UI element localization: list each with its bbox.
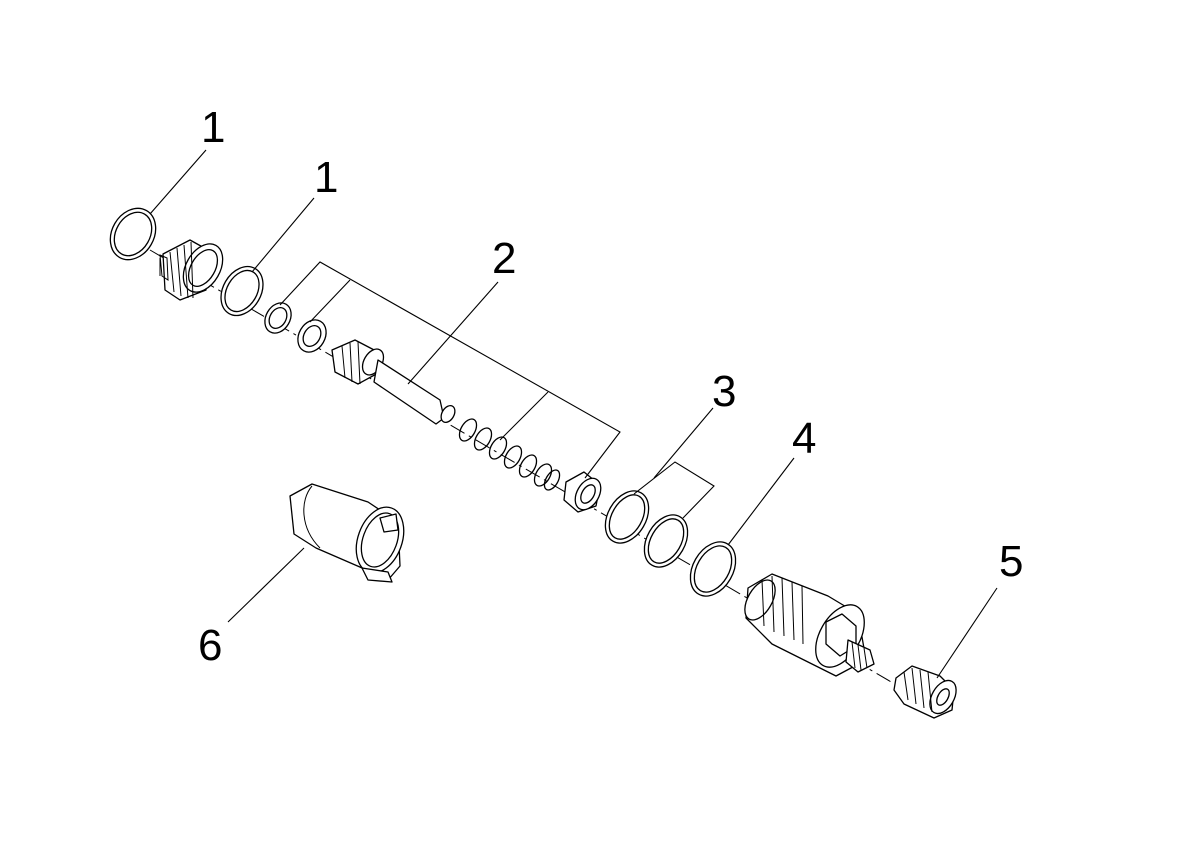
callout-2: 2: [492, 234, 516, 283]
small-washer-a: [264, 302, 292, 334]
sleeve-tool: [289, 483, 405, 583]
o-ring-third-a: [604, 490, 650, 544]
o-ring-large-second: [220, 265, 264, 317]
compression-spring: [458, 418, 561, 491]
callout-5: 5: [999, 537, 1023, 586]
callout-1a: 1: [201, 103, 225, 152]
callout-4: 4: [792, 414, 816, 463]
leader-lines: [149, 149, 998, 679]
threaded-bushing: [159, 239, 224, 301]
small-washer-b: [297, 319, 327, 353]
callout-3: 3: [712, 367, 736, 416]
callout-6: 6: [198, 621, 222, 670]
o-ring-third-b: [643, 514, 689, 568]
valve-spindle: [331, 339, 456, 425]
seat-bushing: [563, 471, 602, 513]
spline-adapter: [893, 665, 957, 719]
o-ring-fourth: [689, 541, 737, 597]
o-ring-large-left: [109, 207, 157, 261]
callout-1b: 1: [314, 153, 338, 202]
cartridge-body: [744, 573, 875, 677]
callout-labels: 1 1 2 3 4 5 6: [198, 103, 1023, 670]
